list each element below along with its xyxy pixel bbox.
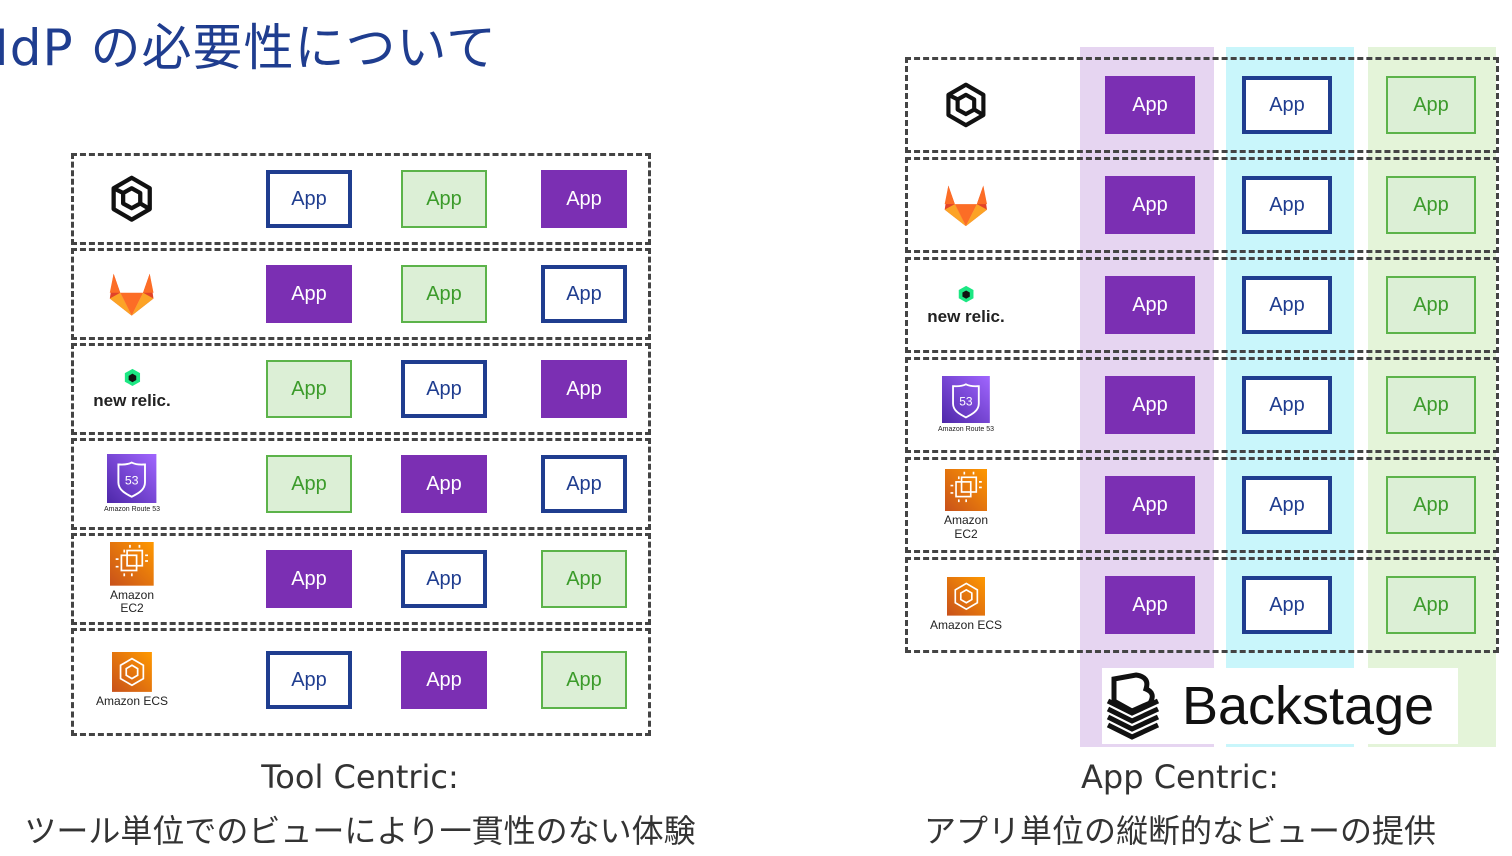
tool-logo-label: Amazon Route 53 [103, 506, 161, 514]
left-caption-title: Tool Centric: [261, 758, 459, 796]
app-box: App [401, 455, 487, 513]
tool-logo-label: new relic. [927, 306, 1005, 326]
app-box: App [401, 265, 487, 323]
app-box: App [1105, 276, 1195, 334]
tool-logo-label: Amazon ECS [929, 617, 1003, 632]
app-box: App [1386, 376, 1476, 434]
tool-logo: Amazon ECS [72, 644, 192, 716]
tool-row [905, 57, 1499, 153]
app-box: App [541, 170, 627, 228]
tool-logo-label: new relic. [93, 391, 171, 411]
app-box: App [1105, 376, 1195, 434]
app-box: App [541, 651, 627, 709]
tool-logo-label: Amazon EC2 [109, 587, 155, 616]
app-box: App [1242, 176, 1332, 234]
app-box: App [266, 550, 352, 608]
tool-row [905, 357, 1499, 453]
left-caption: Tool Centric: ツール単位でのビューにより一貫性のない体験 [0, 758, 720, 852]
ecs-icon [946, 577, 986, 616]
gitlab-fox-icon [941, 182, 991, 228]
tool-logo [72, 258, 192, 330]
app-box: App [1386, 276, 1476, 334]
backstage-label: Backstage [1182, 676, 1435, 736]
app-box: App [1386, 476, 1476, 534]
backstage-logo: Backstage [1102, 668, 1458, 744]
tool-logo: Amazon EC2 [72, 541, 192, 616]
tool-logo-label: Amazon ECS [95, 693, 169, 708]
new-relic-icon [956, 284, 976, 304]
new-relic-icon [122, 367, 143, 388]
tool-row [71, 343, 651, 435]
app-box: App [401, 170, 487, 228]
tool-logo: Amazon ECS [906, 569, 1026, 641]
left-caption-subtitle: ツール単位でのビューにより一貫性のない体験 [24, 812, 696, 850]
tool-logo [72, 163, 192, 235]
app-box: App [1105, 176, 1195, 234]
svg-text:53: 53 [125, 473, 139, 487]
tool-row [905, 157, 1499, 253]
app-box: App [1105, 576, 1195, 634]
app-box: App [266, 455, 352, 513]
app-box: App [541, 550, 627, 608]
app-box: App [266, 360, 352, 418]
right-caption-title: App Centric: [1081, 758, 1279, 796]
app-box: App [1242, 476, 1332, 534]
tool-row [905, 557, 1499, 653]
ec2-icon [944, 468, 988, 511]
tool-row [71, 248, 651, 340]
argo-hexagon-icon [942, 81, 990, 129]
backstage-icon [1106, 672, 1160, 740]
argo-hexagon-icon [107, 174, 156, 223]
route53-icon: 53 [942, 375, 990, 424]
app-box: App [1105, 476, 1195, 534]
tool-row [71, 533, 651, 625]
tool-row [71, 438, 651, 530]
tool-logo [906, 169, 1026, 241]
tool-logo-label: Amazon EC2 [943, 512, 989, 541]
tool-logo: new relic. [906, 269, 1026, 341]
app-box: App [266, 265, 352, 323]
app-box: App [401, 360, 487, 418]
app-box: App [1105, 76, 1195, 134]
app-box: App [1242, 376, 1332, 434]
right-caption: App Centric: アプリ単位の縦断的なビューの提供 [880, 758, 1480, 852]
app-box: App [541, 360, 627, 418]
page-title: IdP の必要性について [0, 19, 498, 77]
tool-row [71, 153, 651, 245]
app-box: App [1386, 576, 1476, 634]
svg-text:53: 53 [959, 394, 973, 408]
app-box: App [541, 265, 627, 323]
app-box: App [266, 651, 352, 709]
app-box: App [1242, 276, 1332, 334]
tool-row [71, 628, 651, 736]
app-box: App [401, 550, 487, 608]
app-box: App [401, 651, 487, 709]
tool-row [905, 457, 1499, 553]
ec2-icon [110, 541, 154, 586]
app-box: App [1242, 76, 1332, 134]
app-box: App [1386, 176, 1476, 234]
tool-logo: Amazon EC2 [906, 468, 1026, 541]
app-box: App [541, 455, 627, 513]
app-box: App [1242, 576, 1332, 634]
route53-icon: 53 [107, 453, 157, 504]
gitlab-fox-icon [106, 270, 157, 318]
app-box: App [266, 170, 352, 228]
tool-logo-label: Amazon Route 53 [937, 426, 995, 434]
tool-row [905, 257, 1499, 353]
tool-logo [906, 69, 1026, 141]
ecs-icon [112, 651, 152, 692]
right-caption-subtitle: アプリ単位の縦断的なビューの提供 [923, 812, 1436, 850]
tool-logo: new relic. [72, 353, 192, 425]
app-box: App [1386, 76, 1476, 134]
